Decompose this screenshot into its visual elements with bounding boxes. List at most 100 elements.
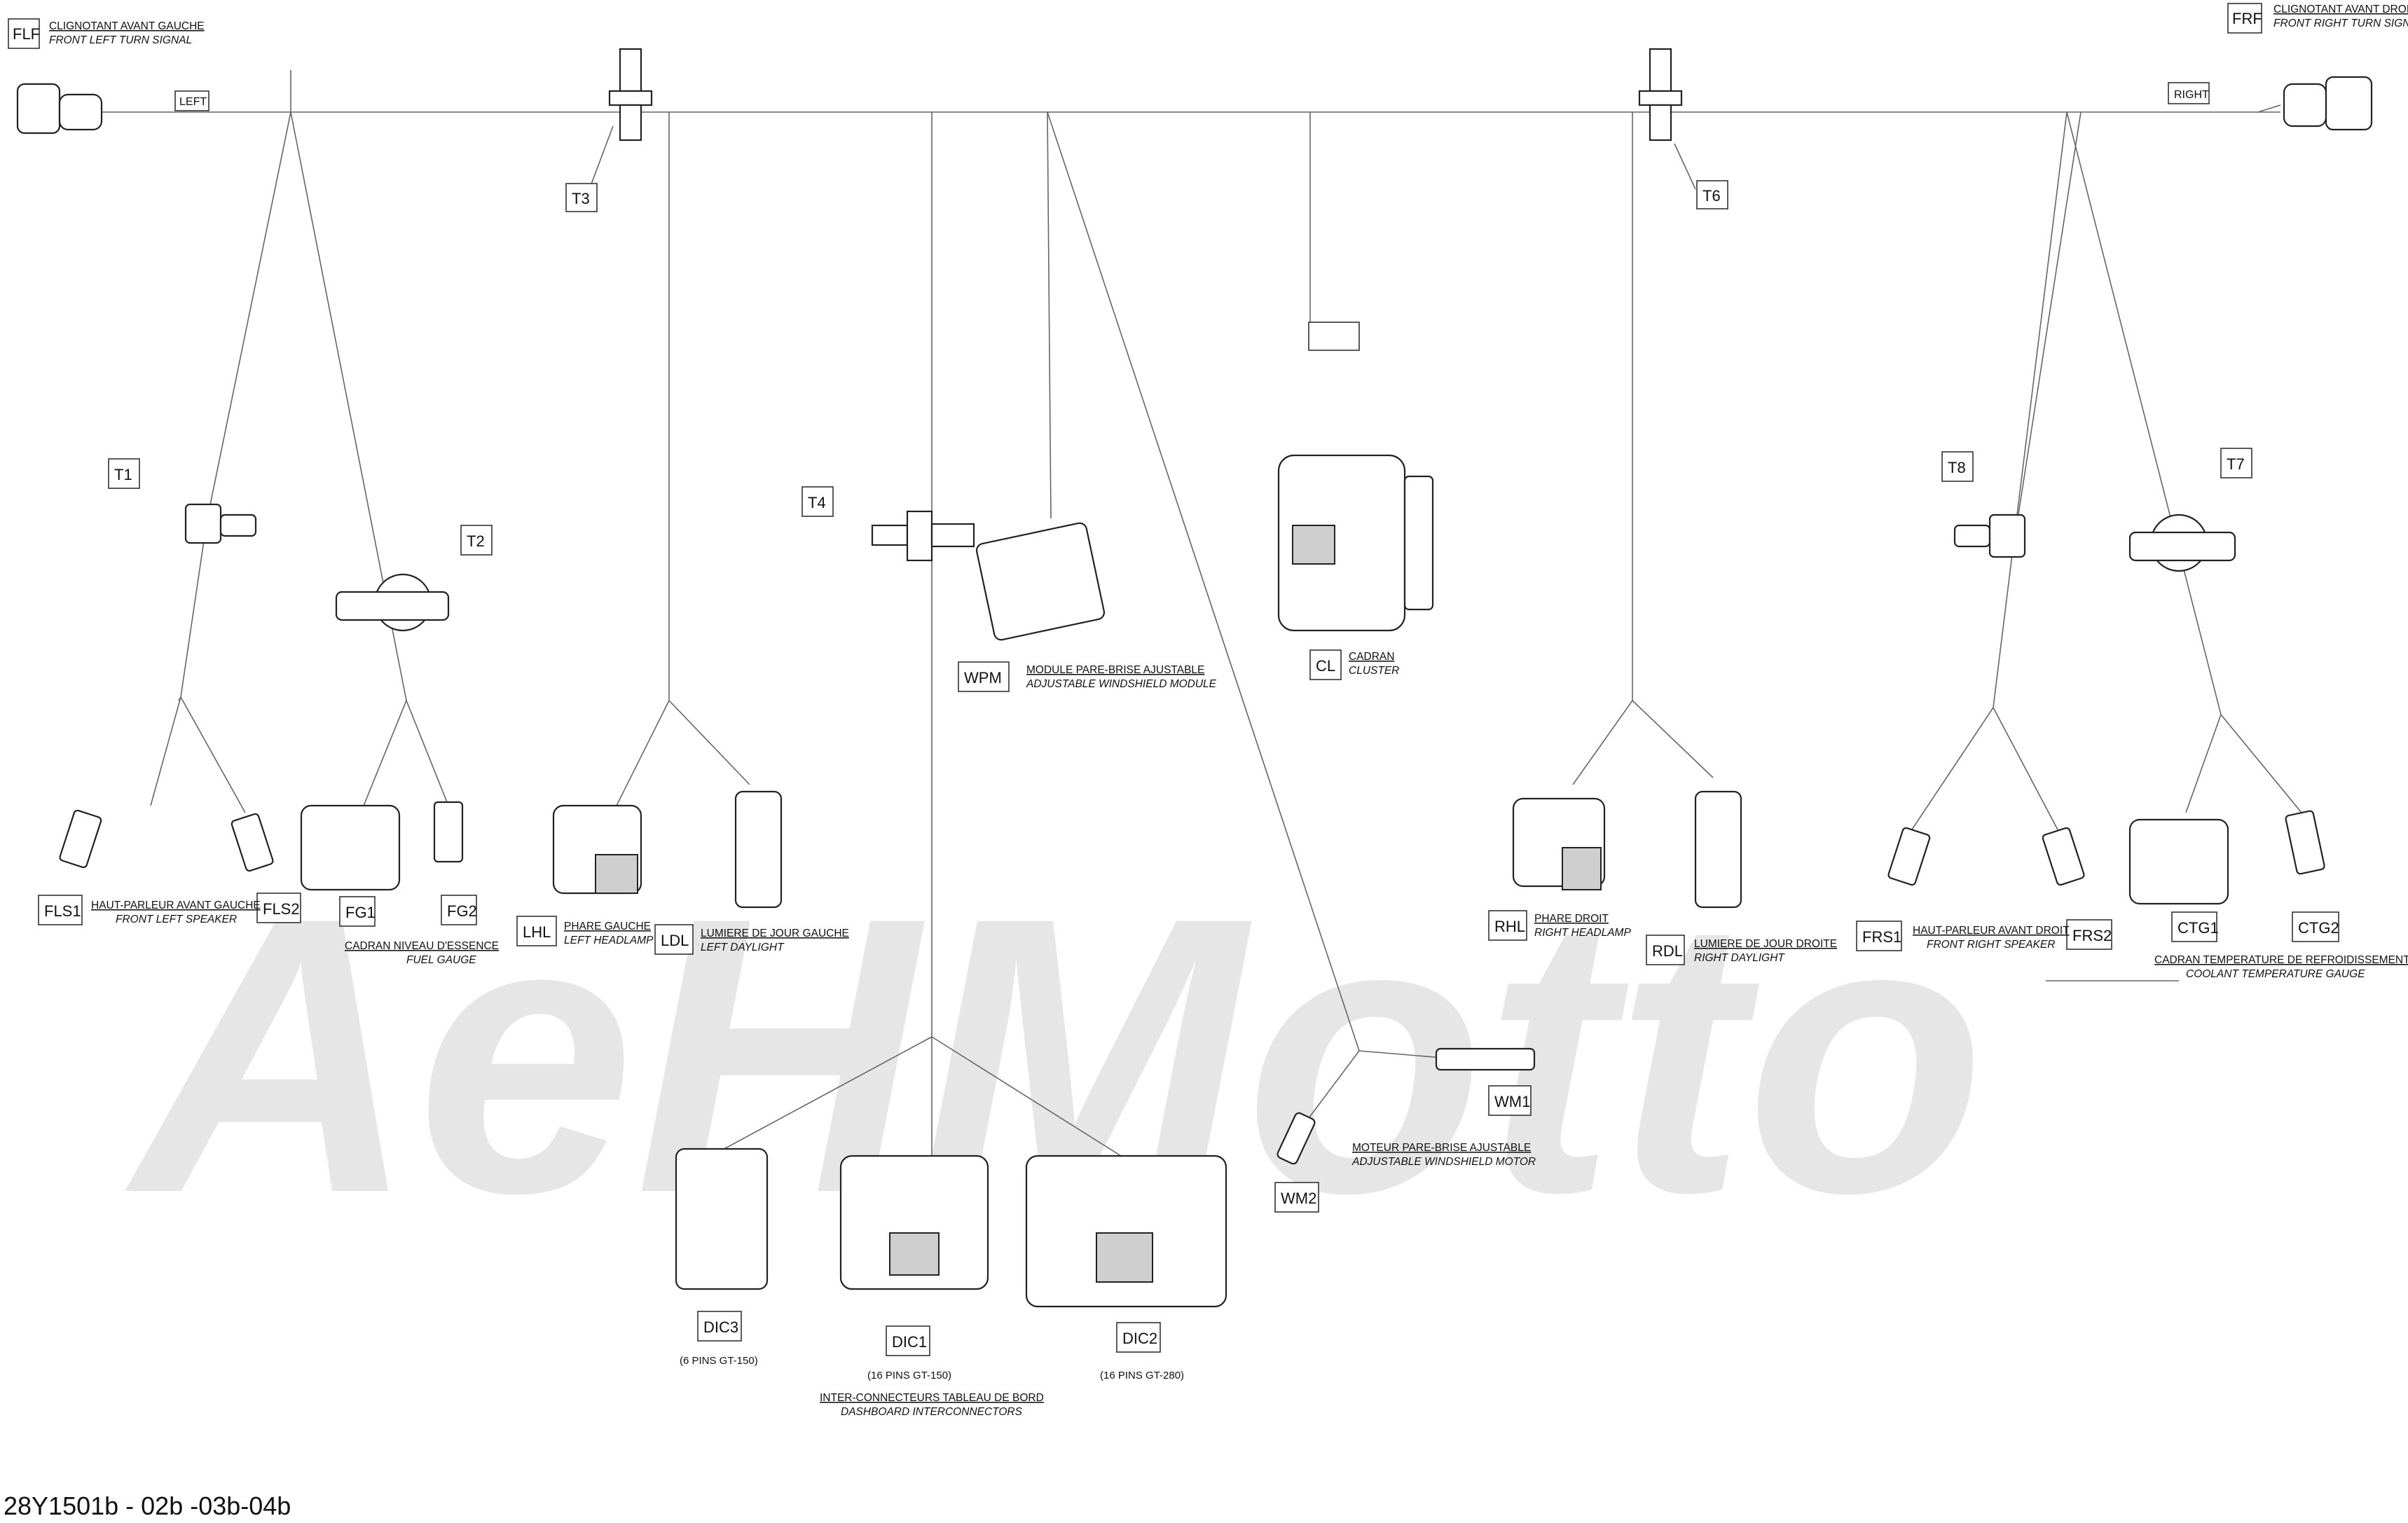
t4-thread bbox=[871, 524, 909, 546]
ctg2-shape bbox=[2285, 810, 2325, 875]
code-box-ctg1 bbox=[2171, 911, 2217, 942]
cl-code: CL bbox=[1316, 657, 1335, 675]
frf-code: FRF bbox=[2232, 10, 2262, 27]
wm2-shape bbox=[1277, 1112, 1316, 1165]
code-box-fls1 bbox=[38, 895, 83, 925]
right-wire-tag: RIGHT bbox=[2174, 89, 2209, 101]
t2-code: T2 bbox=[467, 532, 485, 550]
code-box-lhl bbox=[516, 916, 557, 946]
t8-tip bbox=[1953, 524, 1991, 548]
lhl-code: LHL bbox=[523, 923, 551, 941]
code-box-frs1 bbox=[1856, 921, 1902, 951]
sensor-t8: T8 bbox=[1941, 451, 2026, 558]
t6-flange bbox=[1638, 90, 1683, 106]
wm1-shape bbox=[1435, 1047, 1536, 1071]
code-box-fls2 bbox=[256, 893, 301, 923]
dic2-code: DIC2 bbox=[1122, 1330, 1157, 1347]
ldl-label-fr: LUMIERE DE JOUR GAUCHE bbox=[701, 928, 849, 939]
dic3-pins: (6 PINS GT-150) bbox=[680, 1355, 758, 1367]
ctg1-shape bbox=[2128, 818, 2229, 905]
dic1-pins: (16 PINS GT-150) bbox=[867, 1370, 951, 1381]
code-box-wpm bbox=[958, 661, 1010, 692]
t6-shape bbox=[1649, 48, 1672, 92]
dic-label-en: DASHBOARD INTERCONNECTORS bbox=[841, 1406, 1023, 1418]
fg2-code: FG2 bbox=[447, 902, 477, 920]
fg-label-fr: CADRAN NIVEAU D'ESSENCE bbox=[345, 940, 499, 952]
wm-label-en: ADJUSTABLE WINDSHIELD MOTOR bbox=[1351, 1156, 1536, 1168]
frf-bulb-shape bbox=[2283, 83, 2327, 128]
dic1-latch bbox=[889, 1232, 940, 1276]
rhl-label-fr: PHARE DROIT bbox=[1534, 913, 1609, 925]
t1-tip bbox=[219, 514, 257, 537]
ctg-label-en: COOLANT TEMPERATURE GAUGE bbox=[2186, 968, 2365, 980]
sender-t7: T7 bbox=[2128, 448, 2252, 572]
cluster-connector: CL CADRAN CLUSTER bbox=[1277, 454, 1434, 680]
rdl-shape bbox=[1694, 790, 1742, 909]
lhl-label-en: LEFT HEADLAMP bbox=[564, 935, 654, 946]
t4-body bbox=[930, 523, 975, 548]
front-left-turn-signal: FLF CLIGNOTANT AVANT GAUCHE FRONT LEFT T… bbox=[8, 18, 209, 135]
code-box-t8 bbox=[1941, 451, 1974, 482]
code-box-frs2 bbox=[2066, 919, 2112, 950]
rdl-label-en: RIGHT DAYLIGHT bbox=[1694, 952, 1785, 964]
dic3-code: DIC3 bbox=[703, 1318, 738, 1336]
ctg-label-fr: CADRAN TEMPERATURE DE REFROIDISSEMENT bbox=[2154, 954, 2408, 966]
wpm-code: WPM bbox=[964, 669, 1002, 687]
fg-label-en: FUEL GAUGE bbox=[406, 954, 476, 966]
cl-label-en: CLUSTER bbox=[1349, 665, 1399, 677]
dashboard-interconnectors: DIC3 (6 PINS GT-150) DIC1 (16 PINS GT-15… bbox=[675, 1148, 1227, 1418]
sensor-t3: T3 bbox=[565, 48, 653, 212]
t7-code: T7 bbox=[2227, 455, 2245, 473]
flf-label-fr: CLIGNOTANT AVANT GAUCHE bbox=[49, 20, 205, 32]
ldl-code: LDL bbox=[661, 932, 689, 949]
code-box-t6 bbox=[1696, 180, 1728, 209]
sensor-t1: T1 bbox=[108, 458, 257, 544]
t1-code: T1 bbox=[114, 466, 132, 483]
code-box-t7 bbox=[2220, 448, 2252, 478]
code-box-cl bbox=[1309, 649, 1342, 680]
dic1-shape bbox=[839, 1155, 989, 1290]
fg2-shape bbox=[433, 801, 464, 863]
frf-label-en: FRONT RIGHT TURN SIGNAL bbox=[2273, 18, 2408, 29]
t4-code: T4 bbox=[808, 494, 826, 511]
front-right-speaker: FRS1 FRS2 HAUT-PARLEUR AVANT DROIT FRONT… bbox=[1856, 827, 2112, 951]
cl-label-fr: CADRAN bbox=[1349, 651, 1394, 663]
frs-label-en: FRONT RIGHT SPEAKER bbox=[1927, 939, 2055, 951]
code-box-wm2 bbox=[1274, 1182, 1319, 1213]
frs1-shape bbox=[1887, 827, 1931, 886]
dic2-shape bbox=[1025, 1155, 1227, 1308]
fls-label-fr: HAUT-PARLEUR AVANT GAUCHE bbox=[91, 900, 261, 911]
cl-latch bbox=[1292, 525, 1335, 565]
wpm-label-en: ADJUSTABLE WINDSHIELD MODULE bbox=[1026, 678, 1217, 690]
t3-body bbox=[619, 104, 642, 142]
code-box-rhl bbox=[1488, 910, 1527, 941]
rhl-latch bbox=[1562, 847, 1602, 890]
dic2-latch bbox=[1096, 1232, 1153, 1283]
t1-hex bbox=[184, 503, 222, 544]
left-daylight-connector: LDL LUMIERE DE JOUR GAUCHE LEFT DAYLIGHT bbox=[654, 790, 849, 955]
code-box-rdl bbox=[1646, 935, 1685, 965]
flf-connector-shape bbox=[16, 83, 61, 135]
frf-connector-shape bbox=[2325, 76, 2373, 131]
t6-body bbox=[1649, 104, 1672, 142]
left-tag-box bbox=[174, 90, 209, 111]
sensor-t6: T6 bbox=[1638, 48, 1728, 209]
code-box-t4 bbox=[801, 486, 834, 517]
ldl-shape bbox=[734, 790, 783, 909]
t3-flange bbox=[608, 90, 653, 106]
code-box-ldl bbox=[654, 924, 694, 955]
t2-arm bbox=[335, 591, 450, 621]
coolant-gauge-connectors: CTG1 CTG2 CADRAN TEMPERATURE DE REFROIDI… bbox=[2128, 810, 2408, 980]
dic2-pins: (16 PINS GT-280) bbox=[1100, 1370, 1184, 1381]
rhl-code: RHL bbox=[1494, 918, 1525, 935]
lhl-latch bbox=[595, 854, 638, 894]
right-tag-box bbox=[2168, 82, 2210, 104]
fls1-code: FLS1 bbox=[44, 902, 81, 920]
windshield-module: WPM MODULE PARE-BRISE AJUSTABLE ADJUSTAB… bbox=[958, 522, 1217, 692]
front-left-speaker: FLS1 FLS2 HAUT-PARLEUR AVANT GAUCHE FRON… bbox=[38, 809, 301, 925]
t7-arm bbox=[2128, 531, 2236, 562]
wpm-shape bbox=[975, 522, 1106, 641]
document-id: 28Y1501b - 02b -03b-04b bbox=[4, 1491, 291, 1520]
code-box-ctg2 bbox=[2292, 911, 2339, 942]
code-box-t1 bbox=[108, 458, 140, 489]
